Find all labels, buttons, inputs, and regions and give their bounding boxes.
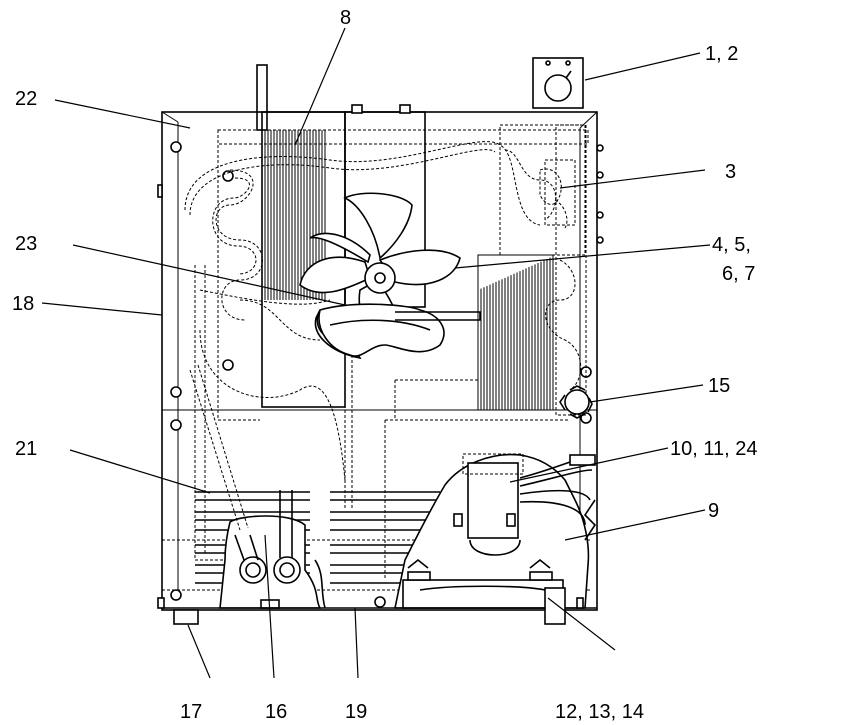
- callout-19: 19: [345, 701, 367, 723]
- callout-18: 18: [12, 293, 34, 315]
- compressor: [394, 453, 597, 609]
- callout-1-2: 1, 2: [705, 43, 738, 65]
- switch-assembly: [539, 168, 568, 229]
- callout-23: 23: [15, 233, 37, 255]
- lower-grille-center: [314, 491, 440, 609]
- thermostat-knob: [532, 57, 584, 109]
- leader-lines: [41, 27, 711, 679]
- lower-grille-left: [189, 364, 322, 609]
- callout-15: 15: [708, 375, 730, 397]
- callout-12-13-14: 12, 13, 14: [555, 701, 644, 723]
- lower-fan: [314, 303, 481, 360]
- callout-9: 9: [708, 500, 719, 522]
- evaporator-coil: [477, 257, 551, 410]
- callout-4-5: 4, 5,: [712, 234, 751, 256]
- callout-6-7: 6, 7: [722, 263, 755, 285]
- fan-blade: [299, 192, 461, 341]
- callout-21: 21: [15, 438, 37, 460]
- callout-8: 8: [340, 7, 351, 29]
- callout-3: 3: [725, 161, 736, 183]
- callout-labels: 1, 2 3 4, 5, 6, 7 8 9 10, 11, 24 12, 13,…: [12, 7, 757, 723]
- callout-22: 22: [15, 88, 37, 110]
- callout-17: 17: [180, 701, 202, 723]
- callout-10-11-24: 10, 11, 24: [670, 438, 757, 460]
- drain-valve: [559, 385, 593, 419]
- base: [157, 184, 597, 625]
- callout-16: 16: [265, 701, 287, 723]
